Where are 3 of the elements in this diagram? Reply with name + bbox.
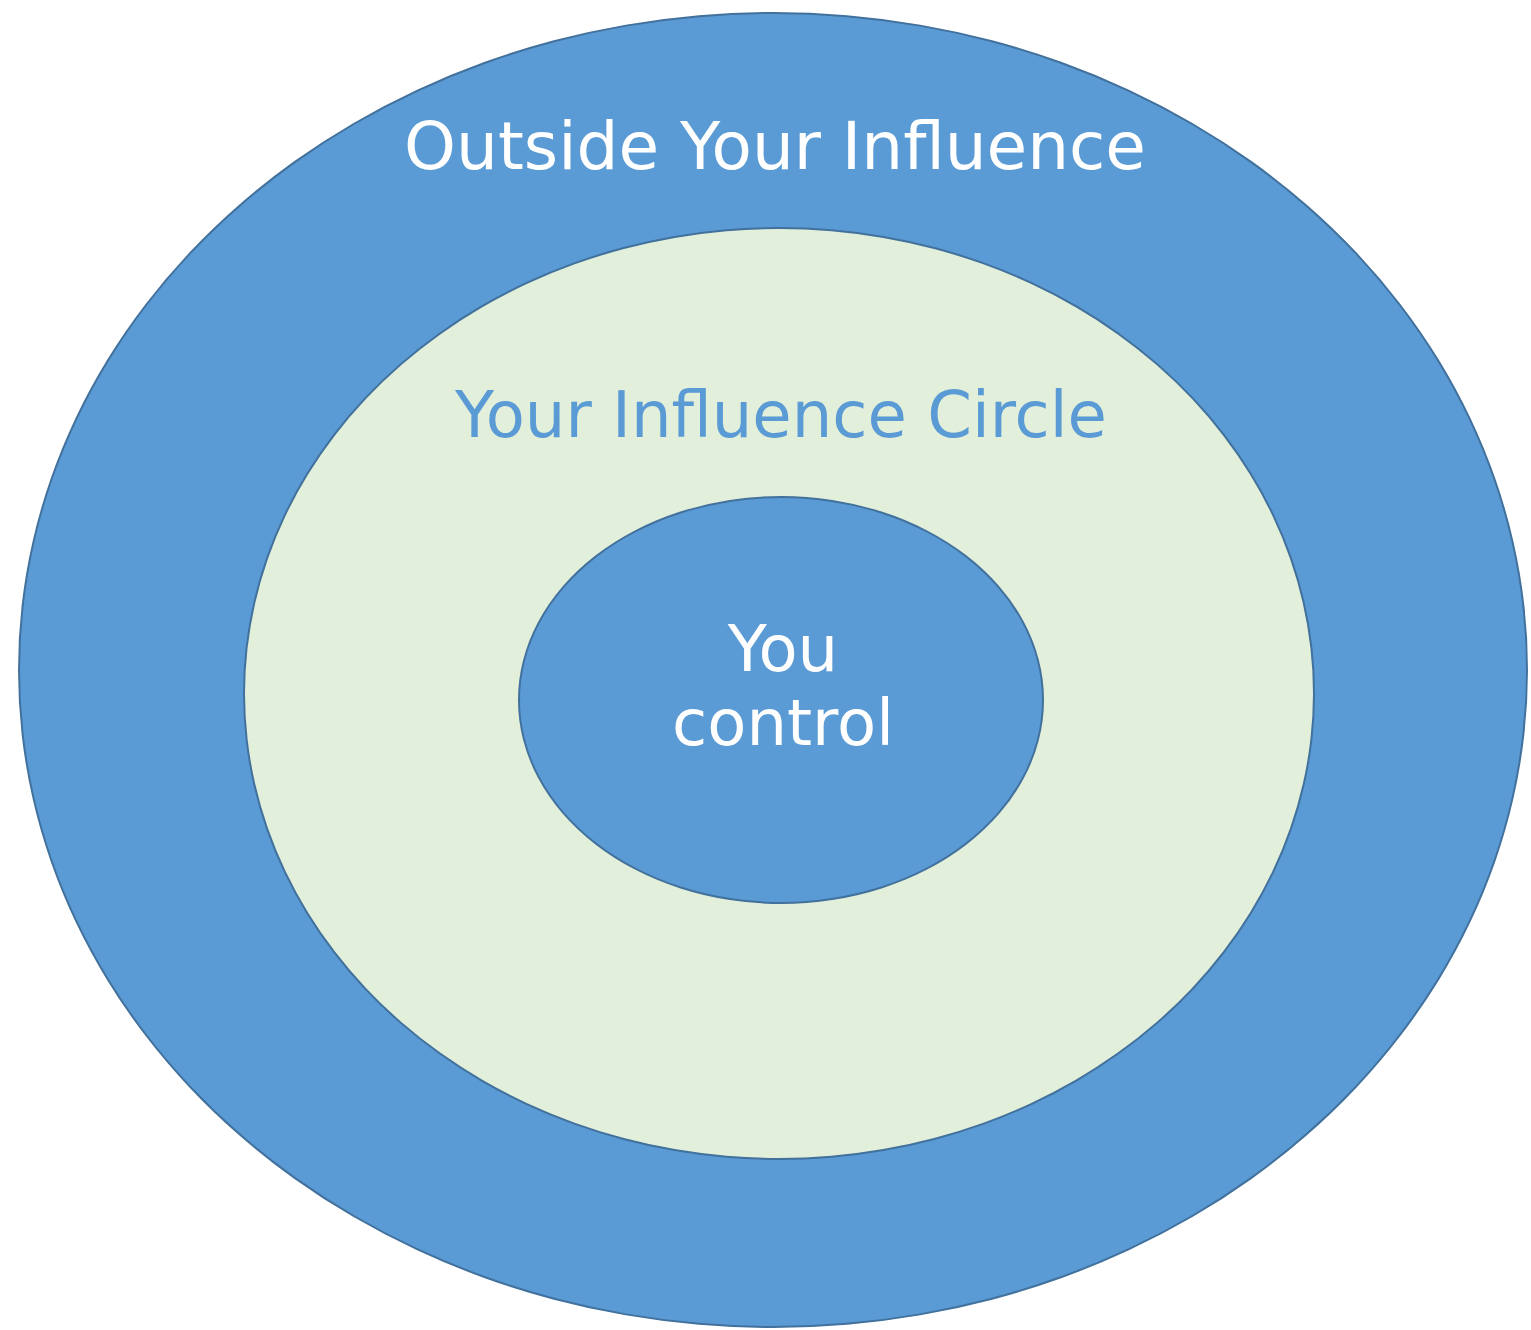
zone-label: Outside Your Influence: [403, 109, 1147, 185]
zone-label: Your Influence Circle: [454, 379, 1108, 453]
zone-label: You control: [671, 613, 895, 761]
